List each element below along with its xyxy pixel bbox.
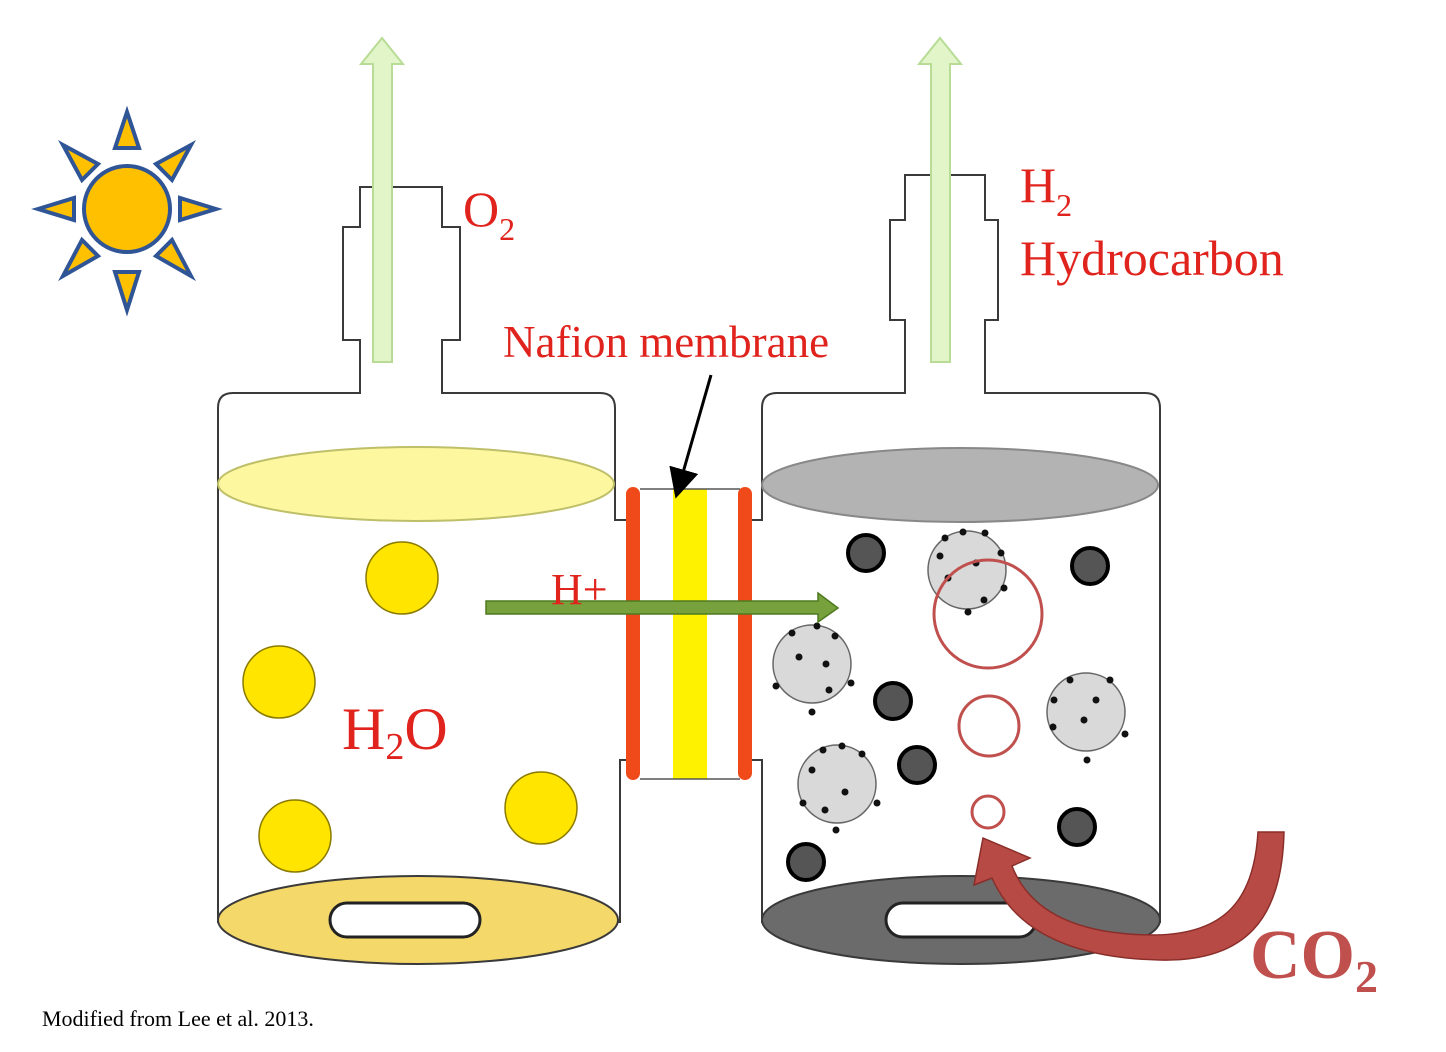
water-bubble	[504, 771, 578, 845]
membrane-pointer-arrow	[669, 374, 713, 499]
anode-chamber	[217, 186, 635, 965]
catalyst-particles	[786, 533, 1110, 882]
cathode-chamber	[746, 174, 1161, 965]
nafion-membrane	[626, 487, 752, 780]
cathode-top-surface	[761, 447, 1159, 523]
h2-outlet-arrow	[916, 36, 964, 363]
hydrocarbon-label: Hydrocarbon	[1020, 230, 1284, 286]
o2-label: O2	[463, 181, 515, 247]
water-bubble	[258, 799, 332, 873]
cocatalyst-particle	[797, 742, 881, 834]
water-bubble	[242, 645, 316, 719]
membrane-label: Nafion membrane	[503, 317, 829, 367]
source-caption: Modified from Lee et al. 2013.	[42, 1006, 314, 1031]
o2-outlet-arrow	[358, 36, 406, 363]
anode-stir-bar	[328, 901, 482, 939]
co2-inlet-arrow	[973, 831, 1285, 961]
co2-bubbles	[932, 558, 1044, 830]
proton-arrow	[485, 591, 840, 624]
h2-label: H2	[1020, 157, 1072, 223]
cocatalyst-particle	[772, 622, 855, 716]
proton-label: H+	[551, 565, 608, 614]
sun-icon	[31, 105, 223, 317]
co2-label: CO2	[1250, 917, 1378, 1002]
water-bubble	[365, 541, 439, 615]
cocatalyst-particle	[1046, 672, 1129, 764]
cocatalyst-particle	[927, 528, 1008, 616]
water-label: H2O	[342, 696, 448, 768]
anode-top-surface	[217, 446, 615, 522]
